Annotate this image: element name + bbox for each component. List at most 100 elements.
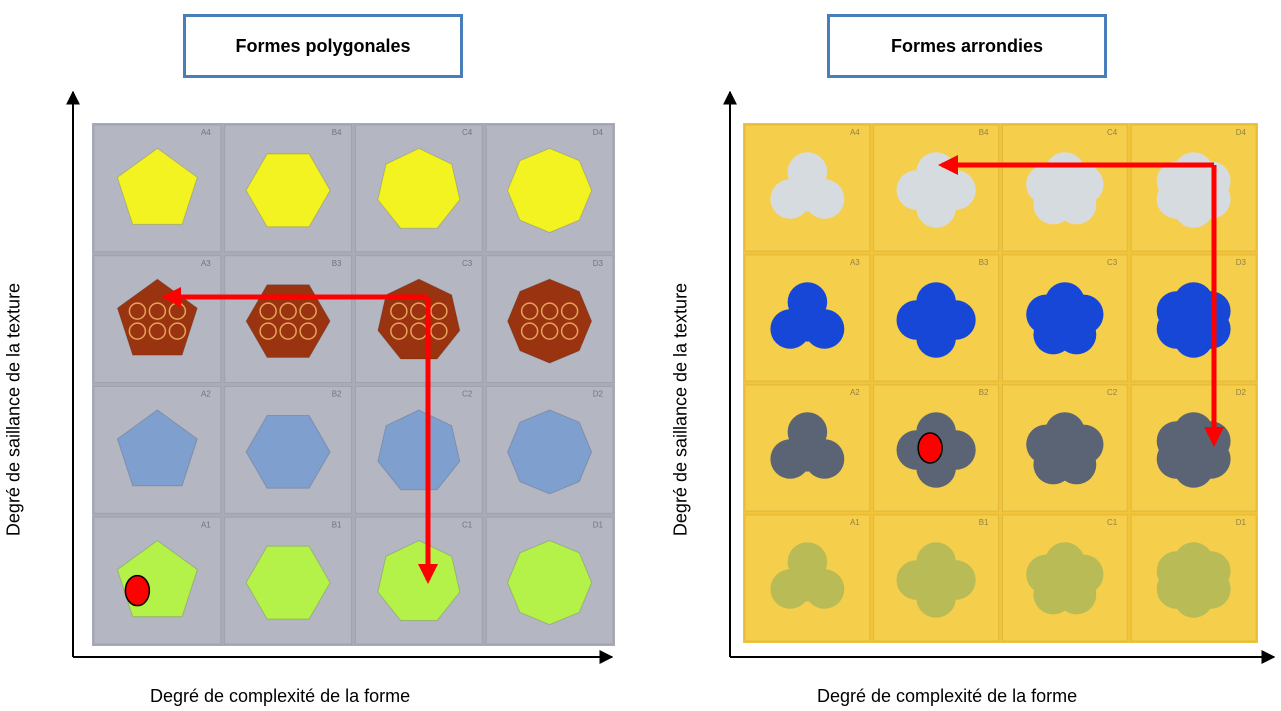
start-marker <box>917 432 943 464</box>
shape-6-sided <box>245 153 331 228</box>
texture-mark <box>560 322 579 340</box>
tile-label: C1 <box>462 520 473 529</box>
tile-label: C4 <box>1107 128 1118 137</box>
texture-mark <box>430 302 448 320</box>
cloud-shape-3-lobes <box>770 412 845 479</box>
cloud-shape-5-lobes <box>1026 412 1104 485</box>
cloud-core <box>1172 558 1216 602</box>
texture-mark <box>390 322 408 340</box>
tile-label: A1 <box>850 518 860 527</box>
texture-mark <box>299 302 317 320</box>
shape-8-sided <box>507 147 593 233</box>
tile-label: B2 <box>332 390 342 399</box>
cloud-shape-4-lobes <box>896 152 976 228</box>
cloud-shape-6-lobes <box>1156 542 1231 618</box>
shape-6-sided <box>245 415 331 489</box>
tile-label: B3 <box>979 258 989 267</box>
tile-label: D4 <box>593 128 604 137</box>
cloud-core <box>785 298 829 342</box>
texture-mark <box>128 302 147 320</box>
tile-label: B1 <box>979 518 989 527</box>
title-box-arrondies: Formes arrondies <box>827 14 1107 78</box>
texture-mark <box>168 322 187 340</box>
cloud-shape-3-lobes <box>770 152 845 219</box>
cloud-core <box>1043 428 1087 472</box>
tile-label: A4 <box>850 128 860 137</box>
tile-label: B3 <box>332 259 342 268</box>
tile-label: B2 <box>979 388 989 397</box>
shape-8-sided <box>507 540 593 626</box>
tile-label: D2 <box>593 390 604 399</box>
tile-label: A3 <box>850 258 860 267</box>
texture-mark <box>520 302 539 320</box>
tile-label: B1 <box>332 520 342 529</box>
texture-mark <box>430 322 448 340</box>
cloud-shape-3-lobes <box>770 542 845 609</box>
panel-title-polygonales: Formes polygonales <box>235 35 411 56</box>
tile-label: A1 <box>201 520 211 529</box>
cloud-shape-6-lobes <box>1156 412 1231 488</box>
shape-8-sided <box>507 278 593 364</box>
texture-mark <box>520 322 539 340</box>
tile-label: C2 <box>462 390 473 399</box>
texture-mark <box>560 302 579 320</box>
cloud-shape-3-lobes <box>770 282 845 349</box>
texture-mark <box>259 302 277 320</box>
cloud-shape-5-lobes <box>1026 152 1104 225</box>
tile-label: D3 <box>1236 258 1247 267</box>
tile-label: D2 <box>1236 388 1247 397</box>
cloud-core <box>1043 298 1087 342</box>
cloud-core <box>914 168 958 212</box>
texture-mark <box>128 322 147 340</box>
tile-label: D4 <box>1236 128 1247 137</box>
tile-label: A3 <box>201 259 211 268</box>
x-axis-label-left: Degré de complexité de la forme <box>150 686 411 706</box>
shape-5-sided <box>116 409 198 487</box>
tile-label: B4 <box>332 128 342 137</box>
tile-label: D1 <box>593 520 604 529</box>
cloud-core <box>785 168 829 212</box>
x-axis-label-right: Degré de complexité de la forme <box>817 686 1078 706</box>
tile-label: D1 <box>1236 518 1247 527</box>
tile-label: C3 <box>1107 258 1118 267</box>
cloud-shape-6-lobes <box>1156 282 1231 358</box>
cloud-core <box>1172 298 1216 342</box>
tile-label: C4 <box>462 128 473 137</box>
texture-mark <box>259 322 277 340</box>
cloud-shape-5-lobes <box>1026 282 1104 355</box>
tile-label: C1 <box>1107 518 1118 527</box>
tile-label: B4 <box>979 128 989 137</box>
texture-mark <box>279 322 297 340</box>
texture-mark <box>279 302 297 320</box>
cloud-core <box>914 558 958 602</box>
tile-label: A4 <box>201 128 211 137</box>
cloud-shape-6-lobes <box>1156 152 1231 228</box>
tile-label: D3 <box>593 259 604 268</box>
tile-label: C3 <box>462 259 473 268</box>
cloud-shape-4-lobes <box>896 542 976 618</box>
title-box-polygonales: Formes polygonales <box>183 14 463 78</box>
panel-title-arrondies: Formes arrondies <box>890 35 1044 56</box>
cloud-core <box>1172 168 1216 212</box>
texture-mark <box>148 302 167 320</box>
cloud-core <box>785 558 829 602</box>
cloud-shape-5-lobes <box>1026 542 1104 615</box>
shape-7-sided <box>377 409 461 491</box>
texture-mark <box>390 302 408 320</box>
cloud-core <box>914 298 958 342</box>
shape-7-sided <box>377 147 461 229</box>
texture-mark <box>299 322 317 340</box>
shape-8-sided <box>507 409 593 495</box>
cloud-core <box>1043 168 1087 212</box>
cloud-core <box>1172 428 1216 472</box>
texture-mark <box>540 302 559 320</box>
cloud-core <box>1043 558 1087 602</box>
texture-mark <box>148 322 167 340</box>
tile-label: A2 <box>850 388 860 397</box>
shape-6-sided <box>245 545 331 620</box>
tile-label: C2 <box>1107 388 1118 397</box>
cloud-core <box>785 428 829 472</box>
